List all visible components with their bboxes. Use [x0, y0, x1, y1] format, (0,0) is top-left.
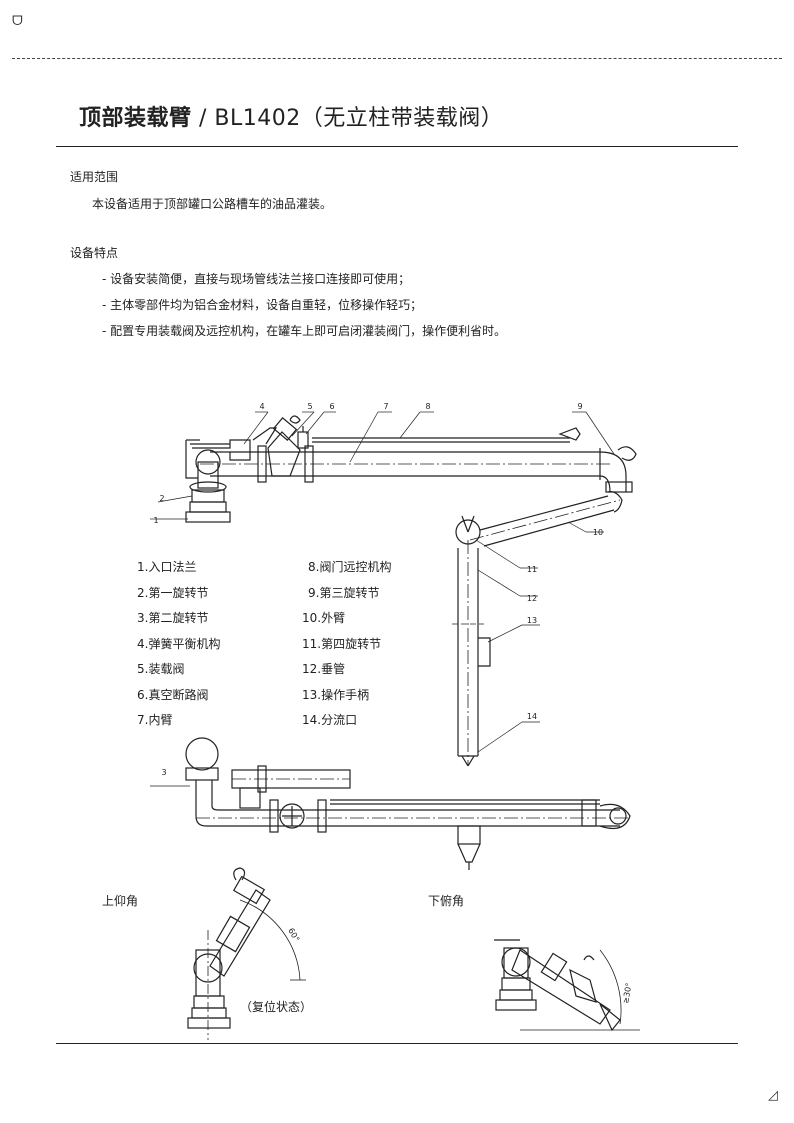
legend-item: 13.操作手柄: [302, 688, 370, 702]
legend-item: 9.第三旋转节: [308, 586, 380, 600]
down-tilt-drawing: [494, 939, 640, 1032]
callout-leaders: [150, 411, 615, 753]
legend-item: 12.垂管: [302, 662, 346, 676]
first-swivel-joint: [185, 439, 221, 489]
legend-item: 2.第一旋转节: [137, 586, 209, 600]
callout-6: 6: [329, 402, 334, 411]
inner-arm-drawing: [200, 445, 610, 483]
feature-item: - 设备安装简便，直接与现场管线法兰接口连接即可使用；: [102, 272, 411, 286]
legend-item: 8.阀门远控机构: [308, 560, 392, 574]
page-title: 顶部装载臂 / BL1402（无立柱带装载阀）: [79, 100, 503, 132]
title-main: 顶部装载臂: [79, 106, 192, 131]
caption-reset-state: （复位状态）: [240, 1000, 313, 1014]
callout-7: 7: [383, 402, 388, 411]
remote-control-drawing: [312, 427, 581, 443]
callout-9: 9: [577, 402, 582, 411]
legend-item: 1.入口法兰: [137, 560, 197, 574]
title-rule: [56, 146, 738, 147]
callout-11: 11: [527, 565, 537, 574]
scope-heading: 适用范围: [70, 170, 119, 184]
outer-arm-drawing: [469, 491, 623, 547]
bottom-rule: [56, 1043, 738, 1044]
callout-13: 13: [527, 616, 537, 625]
feature-item: - 配置专用装载阀及远控机构，在罐车上即可启闭灌装阀门，操作便利省时。: [102, 324, 507, 338]
up-tilt-drawing: [187, 867, 306, 1040]
features-heading: 设备特点: [70, 246, 119, 260]
feature-item: - 主体零部件均为铝合金材料，设备自重轻，位移操作轻巧；: [102, 298, 423, 312]
legend-item: 5.装载阀: [137, 662, 185, 676]
callout-12: 12: [527, 594, 537, 603]
callout-2: 2: [159, 494, 164, 503]
legend-item: 3.第二旋转节: [137, 611, 209, 625]
vacuum-breaker-drawing: [297, 426, 309, 449]
callout-3: 3: [161, 768, 166, 777]
legend-item: 11.第四旋转节: [302, 637, 382, 651]
callout-5: 5: [307, 402, 312, 411]
callout-8: 8: [425, 402, 430, 411]
callout-10: 10: [593, 528, 603, 537]
dashed-divider: [12, 58, 782, 59]
legend-item: 6.真空断路阀: [137, 688, 209, 702]
title-model: / BL1402: [191, 106, 301, 131]
corner-mark-top: ᗜ: [12, 14, 23, 29]
corner-mark-bottom: ◿: [768, 1088, 778, 1103]
angle-down-label: ≥30°: [621, 982, 633, 1004]
callout-numbers: 1 2 3 4 5 6 7 8 9 10 11 12 13 14 60° ≥30…: [153, 402, 633, 1004]
loading-valve-drawing: [267, 415, 301, 477]
callout-4: 4: [259, 402, 264, 411]
caption-up-tilt: 上仰角: [102, 894, 139, 908]
spring-balance-drawing: [190, 427, 278, 461]
legend-item: 14.分流口: [302, 713, 358, 727]
legend-item: 4.弹簧平衡机构: [137, 637, 221, 651]
legend-item: 10.外臂: [302, 611, 346, 625]
callout-1: 1: [153, 516, 158, 525]
title-variant: （无立柱带装载阀）: [300, 106, 504, 131]
fourth-swivel-drawing: [455, 515, 481, 545]
legend-item: 7.内臂: [137, 713, 173, 727]
drop-pipe-drawing: [452, 540, 491, 767]
scope-text: 本设备适用于顶部罐口公路槽车的油品灌装。: [92, 197, 333, 211]
third-swivel-drawing: [599, 446, 637, 493]
caption-down-tilt: 下俯角: [428, 894, 465, 908]
callout-14: 14: [527, 712, 537, 721]
plan-view-drawing: [150, 737, 631, 870]
